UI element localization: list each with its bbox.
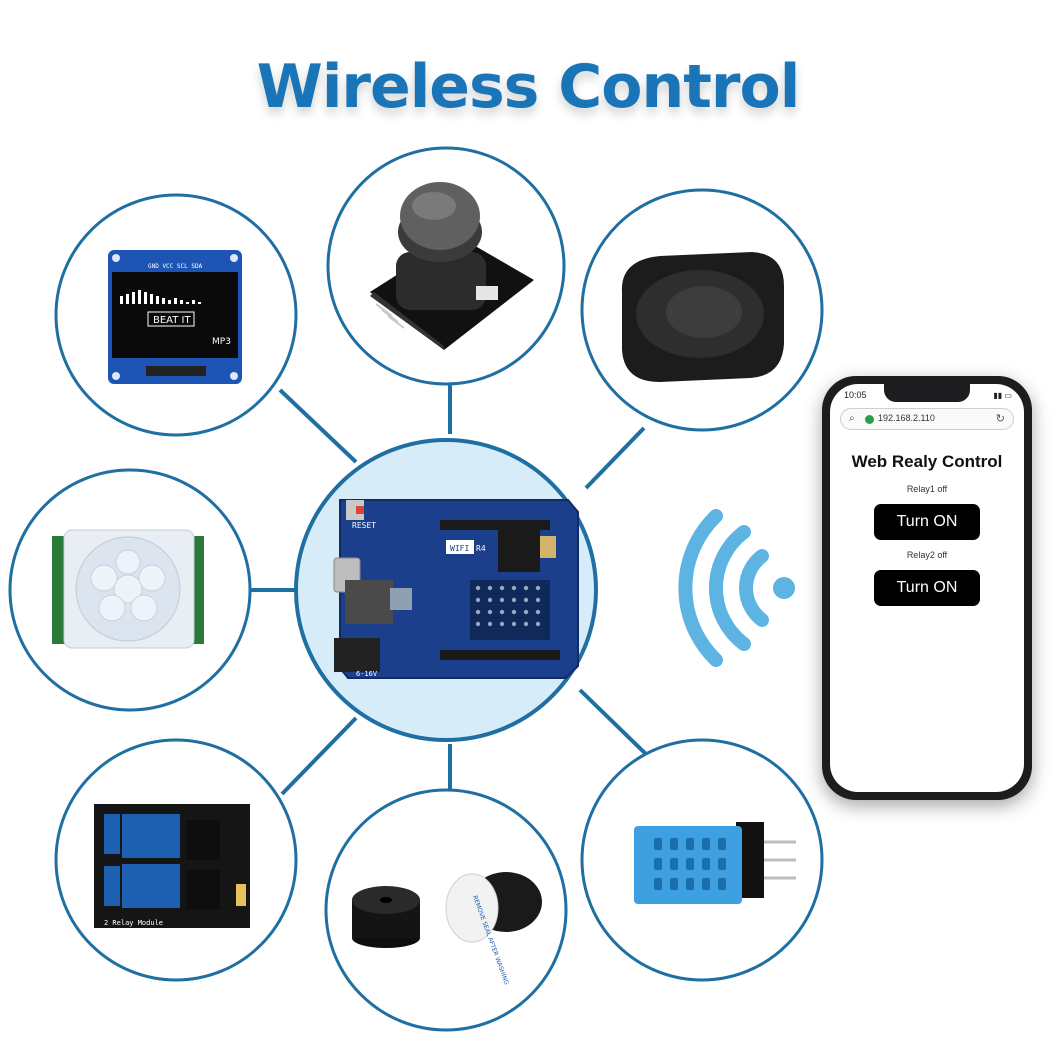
oled-screen-text: BEAT IT bbox=[153, 315, 191, 326]
connector-speaker bbox=[584, 426, 646, 490]
relay1-turn-on-button[interactable]: Turn ON bbox=[874, 504, 980, 540]
joystick-icon bbox=[370, 182, 534, 350]
speaker-icon bbox=[621, 252, 784, 382]
board-voltage-label: 6-16V bbox=[356, 670, 378, 678]
oled-display-icon: BEAT IT MP3 GND VCC SCL SDA bbox=[108, 250, 242, 384]
relay2-turn-on-button[interactable]: Turn ON bbox=[874, 570, 980, 606]
signal-battery-icon: ▮▮ ▭ bbox=[993, 391, 1012, 400]
phone-screen: 10:05 ▮▮ ▭ ⌕ 192.168.2.110 ↻ Web Realy C… bbox=[830, 384, 1024, 792]
reload-icon[interactable]: ↻ bbox=[995, 413, 1005, 425]
oled-badge: MP3 bbox=[212, 337, 231, 347]
connector-relay bbox=[280, 716, 358, 796]
smartphone: 10:05 ▮▮ ▭ ⌕ 192.168.2.110 ↻ Web Realy C… bbox=[822, 376, 1032, 800]
phone-notch bbox=[884, 384, 970, 402]
page-title: Wireless Control bbox=[256, 52, 801, 122]
url-text: 192.168.2.110 bbox=[878, 413, 935, 423]
relay-footer-text: 2 Relay Module bbox=[104, 919, 163, 927]
secure-shield-icon bbox=[865, 415, 874, 424]
relay-module-icon: 2 Relay Module bbox=[94, 804, 250, 928]
wifi-signal-icon bbox=[678, 509, 795, 667]
connector-dht bbox=[578, 688, 652, 760]
connectors bbox=[248, 382, 652, 800]
relay1-status: Relay1 off bbox=[906, 484, 948, 494]
dht-sensor-icon bbox=[634, 822, 796, 904]
board-wifi-label: WIFI bbox=[450, 544, 469, 553]
pir-sensor-icon bbox=[52, 529, 204, 649]
search-icon: ⌕ bbox=[849, 413, 855, 424]
relay2-status: Relay2 off bbox=[906, 550, 948, 560]
board-r4-label: R4 bbox=[476, 544, 486, 553]
connector-oled bbox=[278, 388, 358, 464]
phone-time: 10:05 bbox=[844, 390, 867, 400]
address-bar[interactable]: ⌕ 192.168.2.110 ↻ bbox=[840, 408, 1014, 430]
oled-pins: GND VCC SCL SDA bbox=[148, 263, 203, 270]
board-icon: RESET WIFI R4 6-16V bbox=[333, 499, 579, 679]
web-page-title: Web Realy Control bbox=[851, 452, 1003, 471]
board-reset-label: RESET bbox=[352, 521, 376, 530]
